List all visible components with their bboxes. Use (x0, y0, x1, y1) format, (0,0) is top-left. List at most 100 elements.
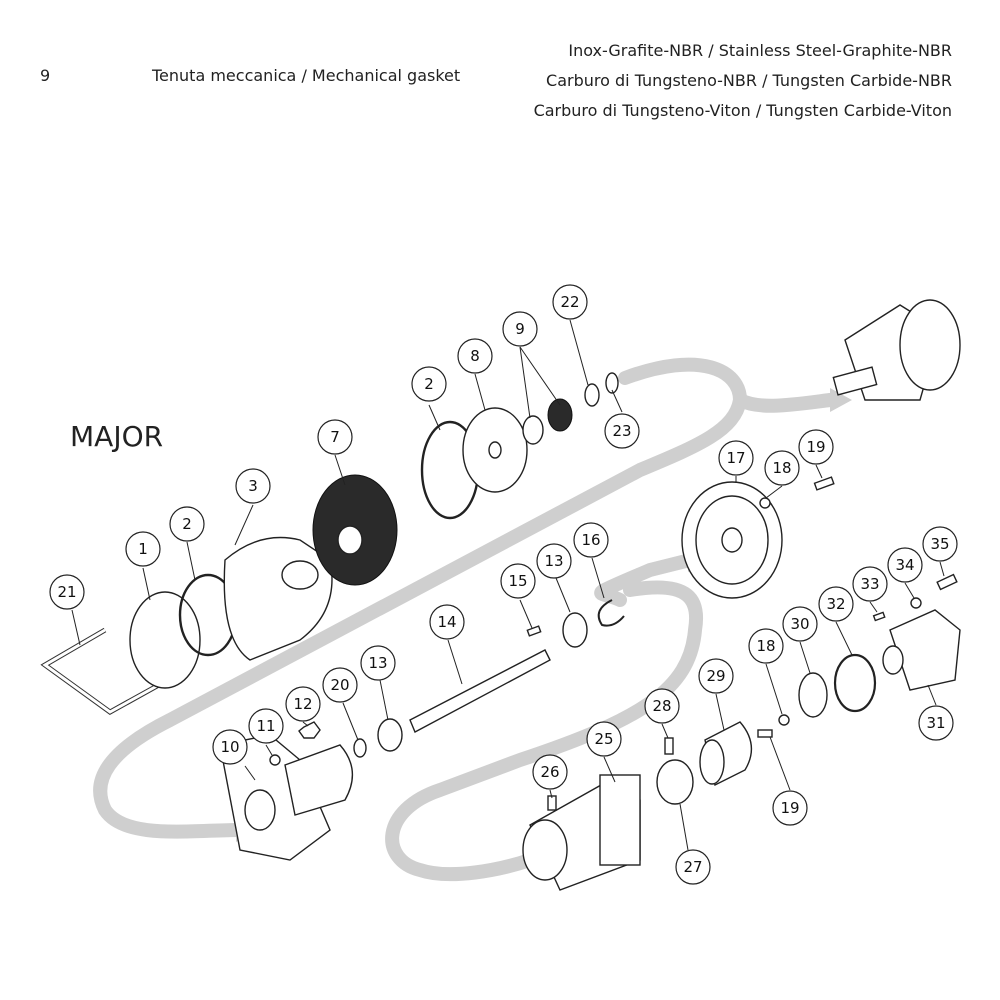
part-32-o-ring (833, 653, 877, 713)
part-15-key (526, 625, 542, 637)
callout-16: 16 (573, 522, 609, 558)
callout-28: 28 (644, 688, 680, 724)
part-33-key (872, 611, 886, 622)
item-label: Tenuta meccanica / Mechanical gasket (152, 66, 461, 85)
callout-12: 12 (285, 686, 321, 722)
part-25-bore (522, 819, 568, 881)
callout-35: 35 (922, 526, 958, 562)
arrow-head (830, 388, 852, 412)
part-18-washer (778, 714, 790, 726)
part-8-hole (488, 441, 502, 459)
callout-label: 8 (470, 347, 480, 365)
callout-label: 7 (330, 428, 340, 446)
callout-label: 3 (248, 477, 258, 495)
callout-label: 22 (560, 293, 579, 311)
callout-8: 8 (457, 338, 493, 374)
part-19-screw (813, 476, 835, 491)
callout-label: 33 (860, 575, 879, 593)
top-right-bracket (832, 299, 961, 401)
callout-label: 11 (256, 717, 275, 735)
callout-label: 18 (756, 637, 775, 655)
callout-22: 22 (552, 284, 588, 320)
part-26-grub-screw (547, 795, 557, 811)
part-10-sleeve (284, 744, 353, 816)
callout-1: 1 (125, 531, 161, 567)
callout-label: 10 (220, 738, 239, 756)
part-30-coupling (798, 672, 828, 718)
part-27-coupling (656, 759, 694, 805)
callout-label: 12 (293, 695, 312, 713)
callout-19b: 19 (772, 790, 808, 826)
callout-27: 27 (675, 849, 711, 885)
callout-31: 31 (918, 705, 954, 741)
callout-label: 30 (790, 615, 809, 633)
model-title: MAJOR (70, 420, 164, 453)
callout-label: 31 (926, 714, 945, 732)
callout-label: 2 (424, 375, 434, 393)
part-3-port (281, 560, 319, 590)
callout-label: 20 (330, 676, 349, 694)
part-17-hub (721, 527, 743, 553)
callout-7: 7 (317, 419, 353, 455)
part-11-washer (269, 754, 281, 766)
callout-2: 2 (169, 506, 205, 542)
callout-label: 29 (706, 667, 725, 685)
callout-label: 21 (57, 583, 76, 601)
part-13-bearing (377, 718, 403, 752)
callout-label: 9 (515, 320, 525, 338)
part-21-u-bolt (40, 627, 177, 715)
callout-19: 19 (798, 429, 834, 465)
callout-label: 15 (508, 572, 527, 590)
callout-34: 34 (887, 547, 923, 583)
page-number: 9 (40, 66, 51, 85)
part-14-shaft (409, 649, 551, 733)
flow-arrow (733, 393, 837, 413)
callout-20: 20 (322, 667, 358, 703)
callout-29: 29 (698, 658, 734, 694)
part-34-washer (910, 597, 922, 609)
part-13-bearing (562, 612, 588, 648)
leader-lines (71, 319, 945, 851)
callout-label: 16 (581, 531, 600, 549)
material-option: Carburo di Tungsteno-Viton / Tungsten Ca… (533, 101, 952, 120)
part-10-bore (244, 789, 276, 831)
callout-14: 14 (429, 604, 465, 640)
part-29-bore (699, 739, 725, 785)
callout-23: 23 (604, 413, 640, 449)
part-12-nut (298, 721, 321, 739)
callout-26: 26 (532, 754, 568, 790)
callout-30: 30 (782, 606, 818, 642)
callout-13b: 13 (536, 543, 572, 579)
callout-33: 33 (852, 566, 888, 602)
callout-label: 17 (726, 449, 745, 467)
callout-label: 34 (895, 556, 914, 574)
flow-arrow (385, 580, 704, 882)
part-28-grub-screw (664, 737, 674, 755)
part-22-ring (584, 383, 600, 407)
material-option: Inox-Grafite-NBR / Stainless Steel-Graph… (568, 41, 952, 60)
callout-label: 19 (780, 799, 799, 817)
part-23-circlip (605, 372, 619, 394)
callout-label: 23 (612, 422, 631, 440)
callout-label: 19 (806, 438, 825, 456)
callout-label: 14 (437, 613, 456, 631)
callout-3: 3 (235, 468, 271, 504)
callout-label: 2 (182, 515, 192, 533)
callout-18b: 18 (748, 628, 784, 664)
callout-10: 10 (212, 729, 248, 765)
part-20-o-ring (353, 738, 367, 758)
part-31-shaft-end (882, 645, 904, 675)
callout-label: 13 (368, 654, 387, 672)
callout-11: 11 (248, 708, 284, 744)
part-25-flange (599, 774, 641, 866)
part-19-screw (757, 729, 773, 738)
callout-label: 1 (138, 540, 148, 558)
callout-label: 28 (652, 697, 671, 715)
callout-label: 27 (683, 858, 702, 876)
callout-32: 32 (818, 586, 854, 622)
part-7-impeller (312, 474, 398, 586)
part-18-washer (759, 497, 771, 509)
callout-18: 18 (764, 450, 800, 486)
part-35-bolt (936, 573, 958, 591)
